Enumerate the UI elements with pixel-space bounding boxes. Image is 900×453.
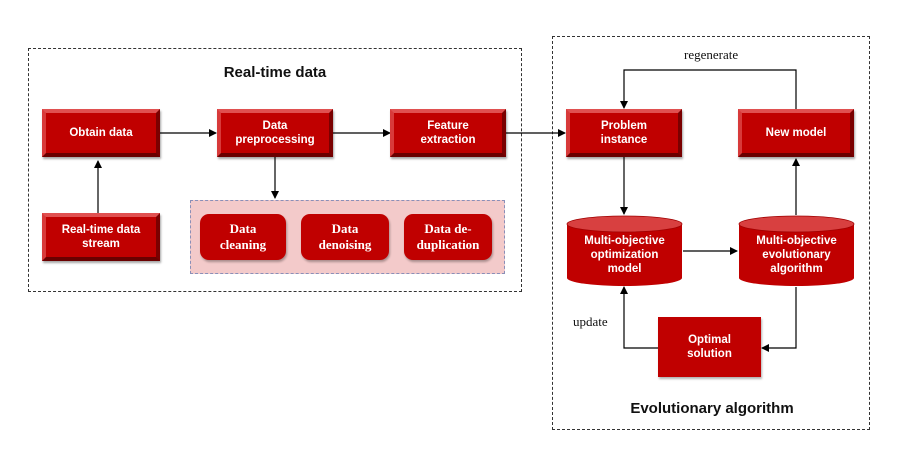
mo-optimization-model-node: Multi-objective optimization model: [566, 215, 683, 287]
optimal-solution-label: Optimal solution: [687, 334, 732, 360]
data-deduplication-node: Data de-duplication: [404, 214, 492, 260]
realtime-data-title: Real-time data: [223, 64, 327, 81]
feature-extraction-node: Feature extraction: [390, 109, 506, 157]
data-cleaning-label: Data cleaning: [219, 221, 267, 252]
edge-mo-evo-to-optimal: [761, 287, 797, 352]
data-preprocessing-label: Data preprocessing: [235, 120, 315, 146]
feature-extraction-label: Feature extraction: [420, 120, 476, 146]
regenerate-label: regenerate: [684, 47, 739, 62]
data-deduplication-label: Data de-duplication: [416, 221, 480, 252]
problem-instance-node: Problem instance: [566, 109, 682, 157]
mo-evolutionary-algorithm-label: Multi-objective evolutionary algorithm: [756, 235, 837, 275]
data-denoising-label: Data denoising: [318, 221, 372, 252]
data-denoising-node: Data denoising: [301, 214, 389, 260]
edge-optimal-to-mo-model: [620, 286, 658, 349]
cylinder-shape: [738, 215, 855, 286]
mo-evolutionary-algorithm-node: Multi-objective evolutionary algorithm: [738, 215, 855, 287]
obtain-data-label: Obtain data: [69, 127, 133, 139]
evolutionary-algorithm-group: [552, 36, 870, 430]
update-label: update: [573, 314, 608, 329]
realtime-stream-node: Real-time data stream: [42, 213, 160, 261]
realtime-data-group: [28, 48, 522, 292]
problem-instance-label: Problem instance: [600, 120, 648, 146]
cylinder-shape: [566, 215, 683, 286]
optimal-solution-node: Optimal solution: [658, 317, 761, 377]
evolutionary-algorithm-title: Evolutionary algorithm: [630, 400, 794, 417]
data-preprocessing-node: Data preprocessing: [217, 109, 333, 157]
mo-optimization-model-label: Multi-objective optimization model: [584, 235, 665, 275]
edge-new-model-to-problem: [620, 69, 797, 109]
data-cleaning-node: Data cleaning: [200, 214, 286, 260]
realtime-stream-label: Real-time data stream: [61, 224, 141, 250]
new-model-node: New model: [738, 109, 854, 157]
new-model-label: New model: [765, 127, 827, 139]
obtain-data-node: Obtain data: [42, 109, 160, 157]
